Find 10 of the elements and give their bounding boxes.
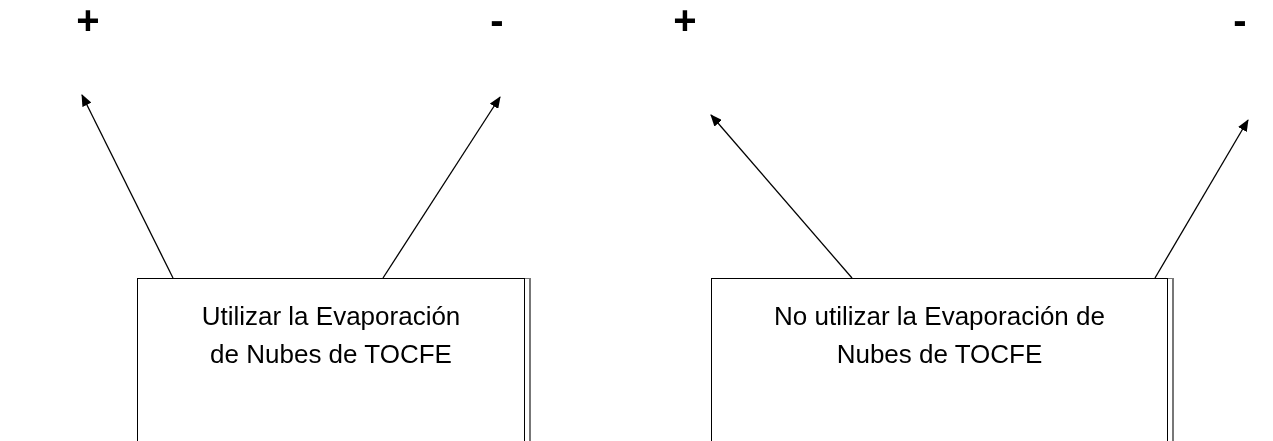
sign-label: + bbox=[670, 0, 700, 40]
sign-label: + bbox=[73, 0, 103, 40]
arrow bbox=[1154, 119, 1249, 279]
option-text: No utilizar la Evaporación de Nubes de TOCFE bbox=[773, 300, 1106, 371]
arrow bbox=[382, 96, 501, 279]
option-text: Utilizar la Evaporación de Nubes de TOCFE bbox=[200, 300, 462, 371]
arrow bbox=[710, 114, 853, 279]
arrow bbox=[81, 94, 174, 279]
sign-label: - bbox=[485, 0, 509, 40]
sign-label: - bbox=[1228, 0, 1252, 40]
